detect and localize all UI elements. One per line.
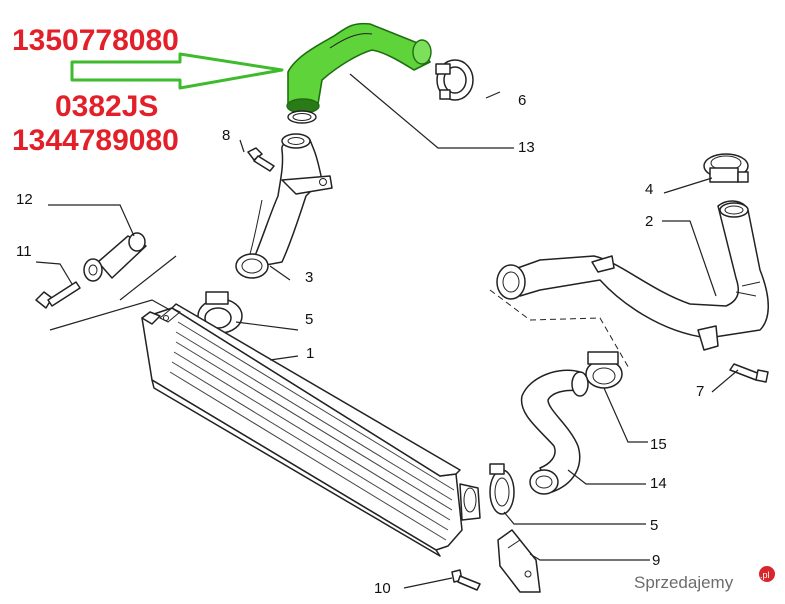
label-part-4: 4 [645, 181, 653, 198]
code-bottom: 1344789080 [12, 124, 179, 157]
green-arrow [70, 52, 284, 90]
part-12-sleeve [83, 232, 147, 282]
part-5b-clamp [489, 463, 515, 515]
part-15-clamp [585, 351, 623, 389]
part-8-bolt [247, 147, 275, 172]
code-top: 1350778080 [12, 24, 179, 57]
watermark-badge-icon [759, 566, 775, 582]
part-2-pipe [496, 200, 769, 351]
label-part-3: 3 [305, 269, 313, 286]
label-part-14: 14 [650, 475, 667, 492]
part-11-bolt [35, 281, 81, 309]
watermark-suffix: .pl [760, 570, 770, 580]
label-part-8: 8 [222, 127, 230, 144]
watermark-text: Sprzedajemy [634, 573, 734, 592]
label-part-2: 2 [645, 213, 653, 230]
label-part-5b: 5 [650, 517, 658, 534]
watermark-logo: Sprzedajemy .pl [634, 566, 775, 592]
part-3-pipe [235, 133, 333, 279]
part-4-clamp [703, 153, 749, 183]
part-14-hose [520, 369, 589, 495]
label-part-12: 12 [16, 191, 33, 208]
label-part-15: 15 [650, 436, 667, 453]
leader-lines [35, 73, 739, 589]
label-part-1: 1 [306, 345, 314, 362]
part-7-bolt [729, 363, 769, 383]
part-13-green-hose [286, 22, 432, 124]
part-1-intercooler [141, 303, 481, 557]
part-6-clamp [435, 59, 474, 101]
label-part-9: 9 [652, 552, 660, 569]
code-middle: 0382JS [55, 90, 158, 123]
label-part-10: 10 [374, 580, 391, 597]
label-part-7: 7 [696, 383, 704, 400]
part-10-bolt [451, 569, 481, 591]
label-part-5a: 5 [305, 311, 313, 328]
label-part-6: 6 [518, 92, 526, 109]
label-part-11: 11 [16, 243, 32, 260]
part-9-bracket [497, 529, 541, 593]
label-part-13: 13 [518, 139, 535, 156]
